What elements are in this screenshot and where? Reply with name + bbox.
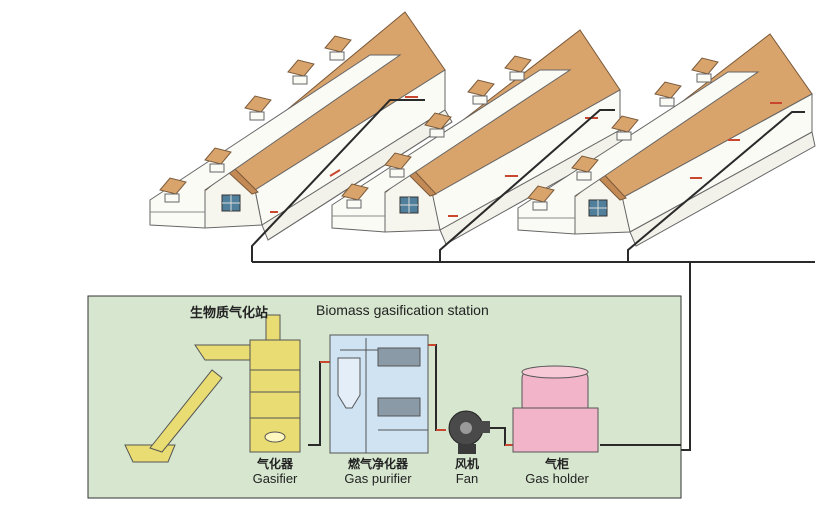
fan-label-cn: 风机 bbox=[454, 457, 479, 471]
gasifier-label: 气化器 Gasifier bbox=[235, 457, 315, 486]
farmhouse-3 bbox=[517, 33, 816, 247]
gasifier-unit bbox=[249, 314, 301, 453]
farmhouse-1 bbox=[149, 11, 453, 241]
gas-purifier-label-en: Gas purifier bbox=[344, 471, 412, 486]
gas-holder-label-cn: 气柜 bbox=[544, 457, 569, 471]
gas-holder-unit bbox=[512, 365, 599, 453]
station-title-cn: 生物质气化站 bbox=[190, 306, 269, 321]
gas-purifier-label: 燃气净化器 Gas purifier bbox=[322, 457, 434, 486]
gas-purifier-label-cn: 燃气净化器 bbox=[347, 457, 408, 471]
gas-holder-label: 气柜 Gas holder bbox=[510, 457, 604, 486]
gasifier-label-cn: 气化器 bbox=[256, 457, 293, 471]
fan-label: 风机 Fan bbox=[440, 457, 494, 486]
gas-purifier-unit bbox=[329, 334, 429, 454]
gas-holder-label-en: Gas holder bbox=[525, 471, 589, 486]
fan-label-en: Fan bbox=[455, 471, 479, 486]
fan-unit bbox=[448, 410, 490, 454]
station-title-en: Biomass gasification station bbox=[316, 302, 489, 318]
gasifier-label-en: Gasifier bbox=[252, 471, 298, 486]
station-pipe-markers bbox=[320, 344, 515, 446]
